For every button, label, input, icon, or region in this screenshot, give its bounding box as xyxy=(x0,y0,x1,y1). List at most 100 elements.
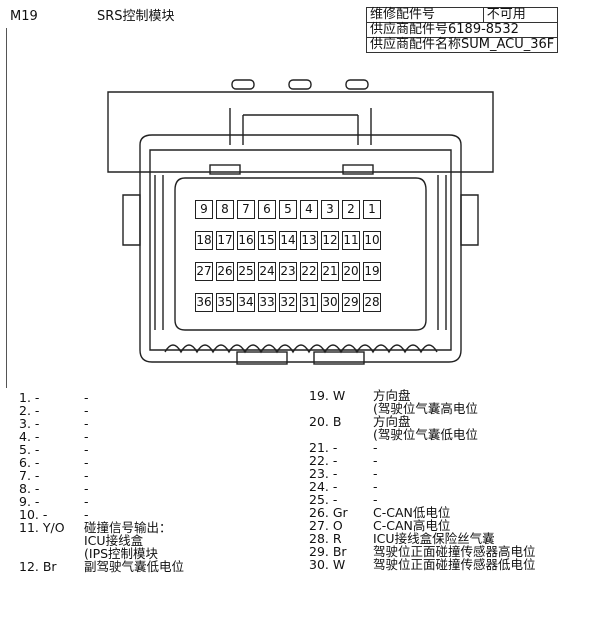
info-row: 供应商配件名称SUM_ACU_36F xyxy=(365,37,559,53)
part-info-table: 维修配件号 不可用 供应商配件号6189-8532 供应商配件名称SUM_ACU… xyxy=(365,7,559,53)
list-item: 7. -- xyxy=(19,469,184,482)
pin: 31 xyxy=(300,293,318,312)
pin: 32 xyxy=(279,293,297,312)
pin-desc: - xyxy=(373,440,378,455)
pin-list-right: 19. W 方向盘 (驾驶位气囊高电位 20. B 方向盘 (驾驶位气囊低电位 21… xyxy=(309,389,536,571)
side-rib xyxy=(154,175,447,330)
pin-desc: - xyxy=(84,455,89,470)
pin: 27 xyxy=(195,262,213,281)
list-item: 8. -- xyxy=(19,482,184,495)
connector-name: SRS控制模块 xyxy=(97,9,175,24)
list-item: 9. -- xyxy=(19,495,184,508)
bottom-lock xyxy=(236,351,288,365)
pin: 34 xyxy=(237,293,255,312)
pin: 13 xyxy=(300,231,318,250)
side-tab-right xyxy=(460,194,479,246)
list-item: 3. - - xyxy=(19,417,184,430)
connector-drawing xyxy=(107,79,494,365)
pin-row: 18 17 16 15 14 13 12 11 10 xyxy=(195,231,381,250)
pin-number: 2. - xyxy=(19,403,40,418)
pin: 18 xyxy=(195,231,213,250)
pin: 20 xyxy=(342,262,360,281)
info-row: 维修配件号 不可用 xyxy=(366,7,559,23)
pin-number: 10. - xyxy=(19,507,48,522)
info-label: 供应商配件名称 xyxy=(370,37,462,52)
terminal-row xyxy=(164,344,438,354)
pin-number: 9. - xyxy=(19,494,40,509)
pin: 12 xyxy=(321,231,339,250)
pin-number: 20. B xyxy=(309,414,342,429)
frame-line xyxy=(6,28,7,388)
connector-body-inner xyxy=(149,149,452,351)
pin-desc: - xyxy=(373,453,378,468)
pin-number: 21. - xyxy=(309,440,338,455)
side-tab-left xyxy=(122,194,141,246)
pin: 3 xyxy=(321,200,339,219)
pin-number: 3. - xyxy=(19,416,40,431)
pin-number: 19. W xyxy=(309,388,346,403)
pin-desc: - xyxy=(373,492,378,507)
pin-desc: C-CAN低电位 xyxy=(373,505,451,520)
pin: 29 xyxy=(342,293,360,312)
latch-arm xyxy=(229,108,372,145)
info-label: 供应商配件号 xyxy=(370,22,449,37)
pin: 25 xyxy=(237,262,255,281)
list-item: 20. B 方向盘 xyxy=(309,415,536,428)
pin-number: 28. R xyxy=(309,531,342,546)
pin-number: 5. - xyxy=(19,442,40,457)
pin-number: 26. Gr xyxy=(309,505,348,520)
latch-slot xyxy=(288,79,312,90)
latch-slot xyxy=(345,79,369,90)
list-item: 21. - - xyxy=(309,441,536,454)
pin-desc-cont: (驾驶位气囊高电位 xyxy=(373,401,478,416)
key-slot xyxy=(209,164,241,175)
pin-desc-cont: ICU接线盒 xyxy=(84,533,144,548)
latch-housing xyxy=(107,91,494,173)
pin: 16 xyxy=(237,231,255,250)
pin: 5 xyxy=(279,200,297,219)
pin-desc: 碰撞信号输出： xyxy=(84,520,172,535)
pin-desc: 驾驶位正面碰撞传感器低电位 xyxy=(373,557,536,572)
list-item: 22. - - xyxy=(309,454,536,467)
pin-row: 36 35 34 33 32 31 30 29 28 xyxy=(195,293,381,312)
pin: 26 xyxy=(216,262,234,281)
pin-desc: 驾驶位正面碰撞传感器高电位 xyxy=(373,544,536,559)
pin-desc: ICU接线盒保险丝气囊 xyxy=(373,531,495,546)
pin-number: 22. - xyxy=(309,453,338,468)
pin: 2 xyxy=(342,200,360,219)
list-item: 26. Gr C-CAN低电位 xyxy=(309,506,536,519)
pin: 4 xyxy=(300,200,318,219)
pin-desc: C-CAN高电位 xyxy=(373,518,451,533)
key-slot xyxy=(342,164,374,175)
pin-number: 4. - xyxy=(19,429,40,444)
pin-desc: 方向盘 xyxy=(373,414,411,429)
pin-desc-cont: (驾驶位气囊低电位 xyxy=(373,427,478,442)
pin: 7 xyxy=(237,200,255,219)
pin-grid: 9 8 7 6 5 4 3 2 1 18 17 16 15 14 13 12 1… xyxy=(195,200,381,324)
pin: 33 xyxy=(258,293,276,312)
pin-desc: - xyxy=(84,403,89,418)
list-item: 19. W 方向盘 xyxy=(309,389,536,402)
pin-desc: - xyxy=(373,466,378,481)
pin: 19 xyxy=(363,262,381,281)
pin-number: 23. - xyxy=(309,466,338,481)
pin-desc: 方向盘 xyxy=(373,388,411,403)
pin: 6 xyxy=(258,200,276,219)
pin: 15 xyxy=(258,231,276,250)
pin: 1 xyxy=(363,200,381,219)
pin-list-left: 1. -- 2. -- 3. -- 4. -- 5. -- 6. -- 7. -… xyxy=(19,391,184,573)
pin-number: 11. Y/O xyxy=(19,520,65,535)
pin-desc: - xyxy=(84,416,89,431)
pin-desc: - xyxy=(84,442,89,457)
latch-slot xyxy=(231,79,255,90)
pin: 21 xyxy=(321,262,339,281)
pin: 28 xyxy=(363,293,381,312)
pin: 22 xyxy=(300,262,318,281)
list-item: 5. - - xyxy=(19,443,184,456)
pin-desc: - xyxy=(84,481,89,496)
pin: 11 xyxy=(342,231,360,250)
